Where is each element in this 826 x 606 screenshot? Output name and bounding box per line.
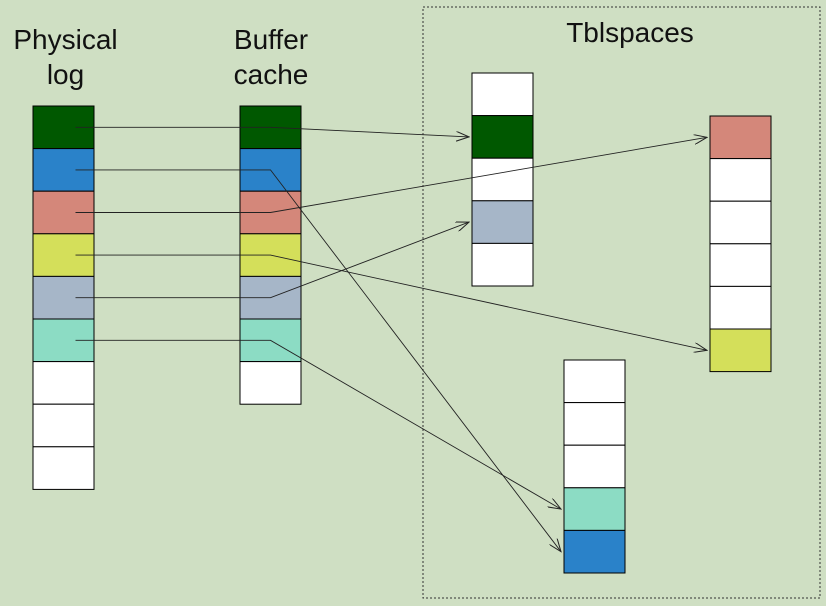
physical-log-title-line2: log: [46, 59, 85, 90]
physical-log-cell-empty: [32, 361, 95, 405]
tblspace-b-cell-salmon: [709, 115, 772, 160]
arrow-aqua-to-tblspace-c: [75, 339, 562, 509]
tblspace-c-cell-empty: [563, 359, 626, 404]
tblspaces-region: [422, 6, 821, 599]
arrow-dark-green-to-tblspace-a: [75, 126, 470, 137]
tblspace-b-cell-empty: [709, 158, 772, 202]
tblspace-a-cell-dark-green: [471, 115, 534, 159]
tblspace-c-cell-blue: [563, 529, 626, 574]
physical-log-cell-empty: [32, 403, 95, 448]
buffer-cache-title-line2: cache: [233, 59, 309, 90]
physical-log-title-line1: Physical: [13, 24, 118, 55]
tblspace-c-cell-empty: [563, 402, 626, 446]
tblspace-b-cell-empty: [709, 243, 772, 287]
buffer-cache-title-line1: Buffer: [233, 24, 309, 55]
buffer-cache-title: Buffer cache: [210, 22, 332, 92]
tblspace-a-cell-empty: [471, 157, 534, 202]
arrow-yellow-green-to-tblspace-b: [75, 254, 708, 350]
cells-layer: [32, 72, 772, 574]
arrow-blue-to-tblspace-c: [75, 169, 562, 552]
tblspace-b-cell-yellow-green: [709, 328, 772, 373]
buffer-cache-cell-empty: [239, 361, 302, 405]
tblspace-a-cell-empty: [471, 242, 534, 287]
tblspace-b-cell-empty: [709, 285, 772, 330]
arrow-grey-blue-to-tblspace-a: [75, 222, 470, 299]
tblspace-a-cell-grey-blue: [471, 200, 534, 244]
tblspaces-title: Tblspaces: [566, 17, 694, 48]
tblspace-c-cell-empty: [563, 444, 626, 489]
tblspace-c-cell-aqua: [563, 487, 626, 531]
tblspace-a-cell-empty: [471, 72, 534, 117]
physical-log-cell-empty: [32, 446, 95, 490]
arrow-salmon-to-tblspace-b: [75, 137, 708, 213]
physical-log-title: Physical log: [0, 22, 131, 92]
connections-layer: [75, 126, 708, 552]
tblspace-b-cell-empty: [709, 200, 772, 245]
